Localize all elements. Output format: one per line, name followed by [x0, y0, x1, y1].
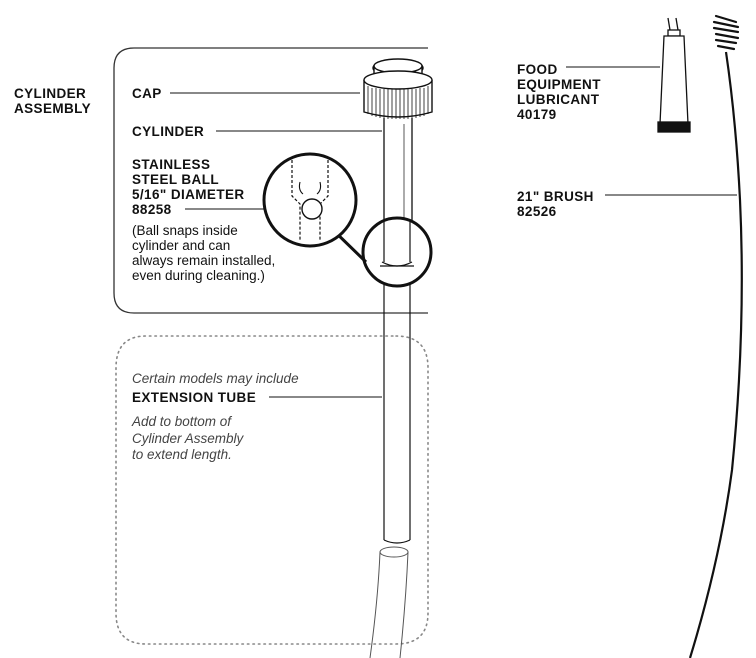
brush-label: 21" BRUSH 82526 — [517, 189, 594, 219]
extension-tube-note-line1: Add to bottom of — [132, 414, 232, 429]
steel-ball-label-line1: STAINLESS — [132, 157, 211, 172]
extension-tube-note-line3: to extend length. — [132, 447, 232, 462]
lubricant-tube-illustration — [657, 17, 691, 133]
lubricant-label: FOOD EQUIPMENT LUBRICANT 40179 — [517, 62, 601, 122]
brush-part-number: 82526 — [517, 204, 557, 219]
steel-ball-note-line1: (Ball snaps inside — [132, 223, 238, 238]
steel-ball-label-line3: 5/16" DIAMETER — [132, 187, 245, 202]
lubricant-part-number: 40179 — [517, 107, 557, 122]
extension-tube-note-line2: Cylinder Assembly — [132, 430, 244, 446]
cap-illustration — [363, 58, 433, 119]
steel-ball-note-line2: cylinder and can — [132, 238, 231, 253]
brush-label-line1: 21" BRUSH — [517, 189, 594, 204]
cylinder-assembly-frame — [113, 47, 428, 314]
lubricant-label-line3: LUBRICANT — [517, 92, 600, 107]
cap-label: CAP — [132, 86, 162, 101]
lubricant-label-line1: FOOD — [517, 62, 558, 77]
steel-ball-note-line3: always remain installed, — [132, 253, 276, 268]
steel-ball-part-number: 88258 — [132, 202, 172, 217]
steel-ball-note: (Ball snaps inside cylinder and can alwa… — [132, 223, 275, 283]
extension-tube-lower-ghost — [369, 546, 409, 658]
extension-tube-frame — [115, 335, 429, 645]
cylinder-assembly-label-line2: ASSEMBLY — [14, 101, 91, 116]
steel-ball — [301, 198, 323, 220]
steel-ball-label-line2: STEEL BALL — [132, 172, 220, 187]
cylinder-bottom-zoom — [361, 216, 433, 288]
lubricant-label-line2: EQUIPMENT — [517, 77, 601, 92]
cylinder-assembly-label: CYLINDER ASSEMBLY — [14, 86, 91, 116]
extension-tube-label: EXTENSION TUBE — [132, 390, 257, 405]
cylinder-assembly-label-line1: CYLINDER — [14, 86, 87, 101]
steel-ball-label: STAINLESS STEEL BALL 5/16" DIAMETER 8825… — [132, 157, 245, 217]
extension-tube-note: Add to bottom of Cylinder Assembly to ex… — [132, 414, 243, 464]
extension-tube-illustration — [383, 284, 411, 544]
cylinder-label: CYLINDER — [132, 124, 205, 139]
ball-detail-magnifier — [262, 152, 358, 248]
brush-illustration — [688, 14, 743, 658]
extension-tube-intro: Certain models may include — [132, 371, 299, 386]
steel-ball-note-line4: even during cleaning.) — [132, 268, 265, 283]
